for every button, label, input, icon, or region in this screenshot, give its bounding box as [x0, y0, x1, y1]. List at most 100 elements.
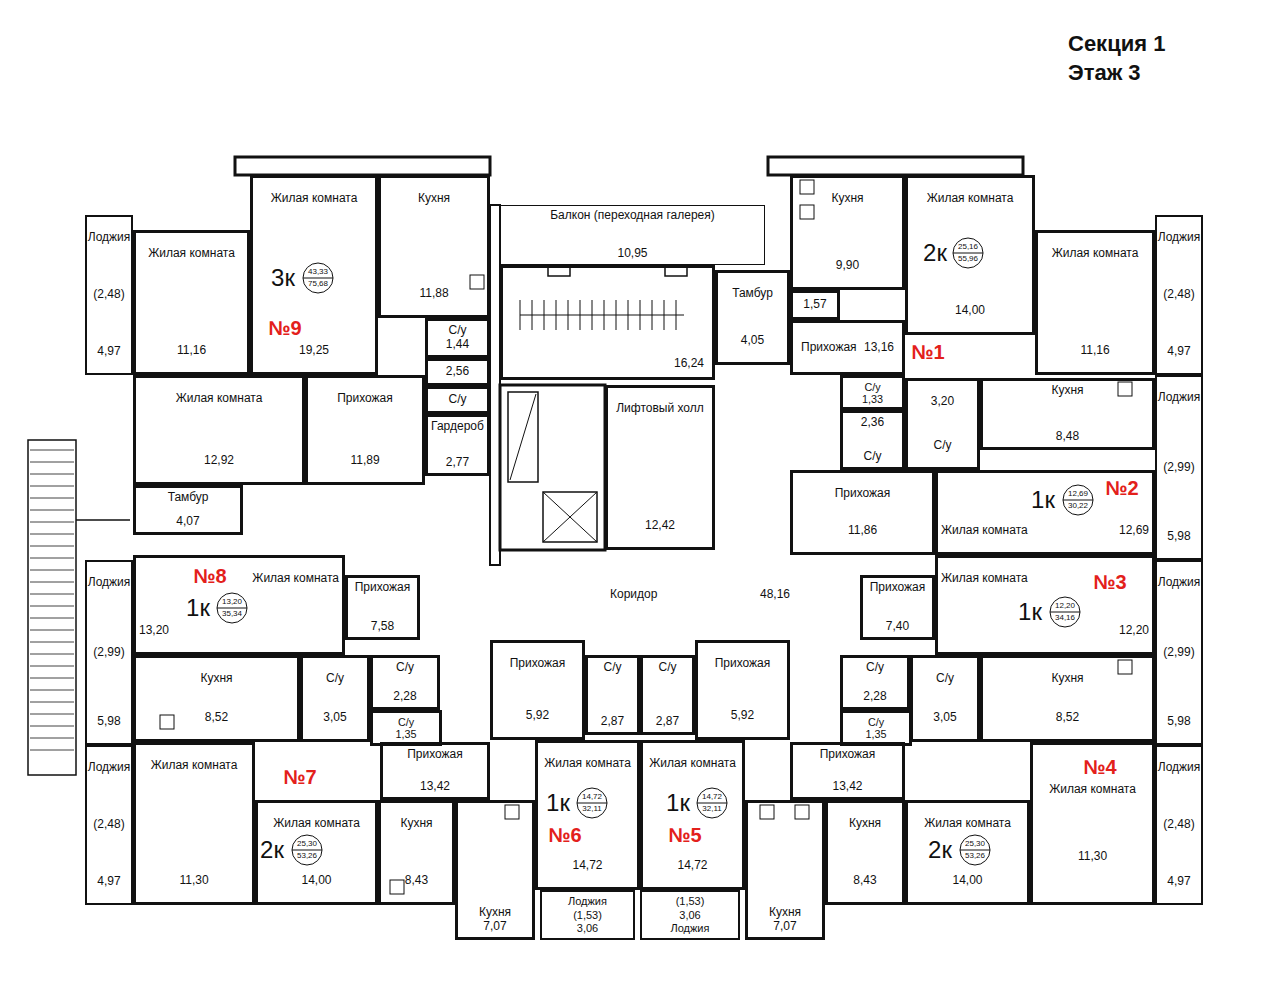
- room-label: Жилая комната: [1052, 247, 1139, 261]
- total-area: 32,11: [582, 805, 601, 813]
- room-label: 3,06: [679, 909, 700, 922]
- apartment-type: 1к: [666, 791, 690, 815]
- room-label: 14,00: [301, 874, 331, 888]
- room-label: Жилая комната: [176, 392, 263, 406]
- room-box: Кухня 8,43: [378, 800, 455, 905]
- room-box: Коридор48,16: [590, 575, 810, 615]
- total-area: 53,26: [965, 852, 985, 860]
- apartment-type: 1к: [546, 791, 570, 815]
- room-label: Прихожая: [355, 581, 411, 595]
- area-circle: [1063, 485, 1093, 515]
- room-label: Лоджия: [1158, 231, 1201, 245]
- stove-symbol: [390, 880, 404, 894]
- room-box: Тамбур 4,05: [715, 270, 790, 365]
- apartment-type: 2к: [928, 838, 952, 862]
- room-label: С/у: [398, 716, 414, 728]
- room-label: Лоджия: [88, 761, 131, 775]
- room-box: Жилая комната11,16: [1035, 230, 1155, 375]
- room-label: 4,05: [741, 334, 764, 348]
- room-box: Жилая комната14,72: [535, 740, 640, 890]
- room-label: 3,06: [577, 922, 598, 935]
- room-box: Прихожая 7,40: [860, 575, 935, 640]
- room-label: 4,97: [1167, 345, 1190, 359]
- apartment-number: №8: [193, 566, 226, 586]
- room-label: 3,20: [931, 395, 954, 409]
- room-label: 14,00: [955, 304, 985, 318]
- room-label: 11,30: [179, 874, 208, 888]
- apartment-type: 3к: [271, 266, 295, 290]
- room-box: С/у2,28: [370, 655, 440, 710]
- room-label: 8,52: [205, 711, 228, 725]
- room-label: С/у: [326, 672, 344, 686]
- exterior-stair-step: [30, 666, 74, 667]
- stove-symbol: [800, 205, 814, 219]
- room-box: Прихожая7,58: [345, 575, 420, 640]
- area-circle-divider: [217, 608, 247, 609]
- room-box: 2,36С/у: [840, 410, 905, 470]
- room-box: С/у2,28: [840, 655, 910, 710]
- room-label: Кухня: [831, 192, 863, 206]
- room-label: С/у: [396, 661, 414, 675]
- room-box: Прихожая5,92: [695, 640, 790, 740]
- exterior-stair-rail: [76, 519, 130, 521]
- room-label: Жилая комната: [941, 572, 1028, 586]
- area-circle: [292, 835, 322, 865]
- room-box: Кухня11,88: [378, 175, 490, 318]
- exterior-stair-step: [30, 630, 74, 631]
- room-label: 5,92: [731, 709, 754, 723]
- apartment-number: №1: [911, 342, 944, 362]
- room-label: 2,87: [601, 715, 624, 729]
- apartment-type: 1к: [186, 596, 210, 620]
- room-label: Жилая комната: [1049, 783, 1136, 797]
- apartment-number: №6: [548, 825, 581, 845]
- room-box: 1,57: [790, 290, 840, 320]
- exterior-stair-step: [30, 522, 74, 523]
- room-box: Жилая комната14,72: [640, 740, 745, 890]
- room-label: 12,42: [645, 519, 675, 533]
- room-label: Тамбур: [168, 491, 209, 505]
- area-circle-divider: [1063, 500, 1093, 501]
- room-label: 1,35: [865, 728, 886, 740]
- room-label: 13,20: [139, 624, 169, 638]
- room-label: 8,48: [1056, 430, 1079, 444]
- room-box: Лифтовый холл12,42: [605, 385, 715, 550]
- room-label: 1,44: [446, 338, 469, 352]
- room-label: Тамбур: [732, 287, 773, 301]
- room-label: Кухня: [1051, 384, 1083, 398]
- room-label: 8,43: [405, 874, 428, 888]
- room-box: Жилая комната 11,30: [133, 742, 255, 905]
- total-area: 75,68: [308, 280, 328, 288]
- room-label: (2,48): [93, 288, 124, 302]
- room-label: 8,43: [853, 874, 876, 888]
- apartment-number: №4: [1083, 757, 1116, 777]
- room-label: Кухня: [400, 817, 432, 831]
- room-box: Жилая комната12,20: [935, 555, 1155, 655]
- room-label: 2,36: [861, 416, 884, 430]
- lift-cross: [543, 492, 597, 542]
- room-label: 9,90: [836, 259, 859, 273]
- room-box: Кухня8,52: [133, 655, 300, 742]
- room-label: 14,72: [572, 859, 602, 873]
- room-label: 11,86: [848, 524, 877, 538]
- stove-symbol: [160, 715, 174, 729]
- room-label: Жилая комната: [271, 192, 358, 206]
- apartment-type: 2к: [260, 838, 284, 862]
- room-label: 2,56: [446, 365, 469, 379]
- room-box: 16,24: [500, 265, 715, 380]
- room-label: Жилая комната: [151, 759, 238, 773]
- exterior-stair-step: [30, 702, 74, 703]
- room-label: Гардероб: [431, 420, 484, 434]
- room-box: Лоджия(2,99)5,98: [1155, 560, 1203, 745]
- living-area: 25,30: [965, 840, 985, 848]
- room-box: Прихожая11,86: [790, 470, 935, 555]
- room-box: Кухня8,52: [980, 655, 1155, 742]
- living-area: 25,16: [958, 243, 978, 251]
- area-circle-divider: [697, 803, 727, 804]
- room-label: 3,05: [933, 711, 956, 725]
- room-box: С/у3,05: [910, 655, 980, 742]
- room-label: Лоджия: [1158, 391, 1201, 405]
- room-label: Прихожая: [870, 581, 926, 595]
- room-label: 2,77: [446, 456, 469, 470]
- room-label: 7,40: [886, 620, 909, 634]
- room-label: Кухня: [849, 817, 881, 831]
